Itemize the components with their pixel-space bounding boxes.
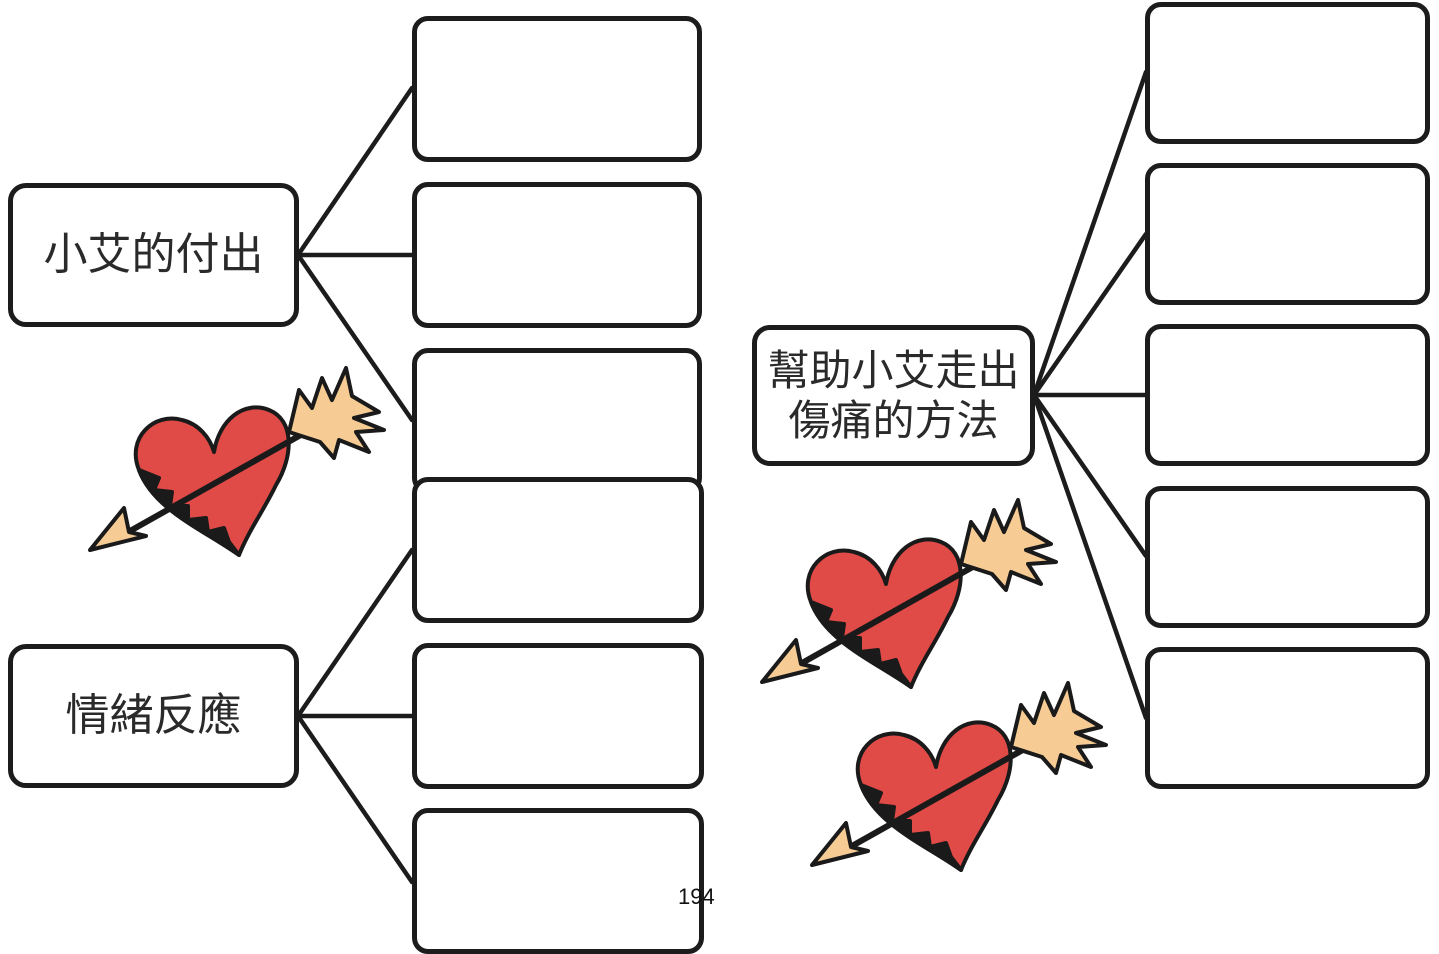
connector-line: [1031, 392, 1149, 721]
answer-box-effort-3[interactable]: [412, 348, 702, 494]
topic-label-methods-line1: 幫助小艾走出: [767, 345, 1020, 395]
answer-box-effort-2[interactable]: [412, 182, 702, 328]
connector-line: [1031, 231, 1149, 398]
connector-line: [295, 713, 415, 885]
answer-box-emotion-1[interactable]: [412, 477, 704, 623]
topic-node-emotion: 情緒反應: [8, 644, 299, 788]
connector-line: [295, 252, 415, 423]
answer-box-method-5[interactable]: [1145, 647, 1430, 789]
heart-with-arrow-icon: [88, 366, 386, 557]
topic-label-effort: 小艾的付出: [43, 229, 264, 281]
answer-box-method-2[interactable]: [1145, 163, 1430, 305]
page-number: 194: [678, 884, 715, 909]
heart-with-arrow-icon: [760, 498, 1058, 689]
heart-with-arrow-icon: [810, 681, 1108, 872]
topic-label-emotion: 情緒反應: [65, 690, 242, 742]
connector-line: [295, 85, 415, 258]
topic-node-effort: 小艾的付出: [8, 183, 299, 327]
topic-label-methods-line2: 傷痛的方法: [788, 395, 999, 445]
answer-box-method-3[interactable]: [1145, 324, 1430, 466]
answer-box-method-4[interactable]: [1145, 486, 1430, 628]
connector-line: [1031, 392, 1149, 559]
answer-box-method-1[interactable]: [1145, 2, 1430, 144]
answer-box-emotion-2[interactable]: [412, 643, 704, 789]
topic-node-methods: 幫助小艾走出 傷痛的方法: [752, 325, 1035, 466]
connector-line: [1031, 69, 1149, 398]
answer-box-effort-1[interactable]: [412, 16, 702, 162]
connector-line: [295, 547, 415, 719]
answer-box-emotion-3[interactable]: [412, 808, 704, 954]
